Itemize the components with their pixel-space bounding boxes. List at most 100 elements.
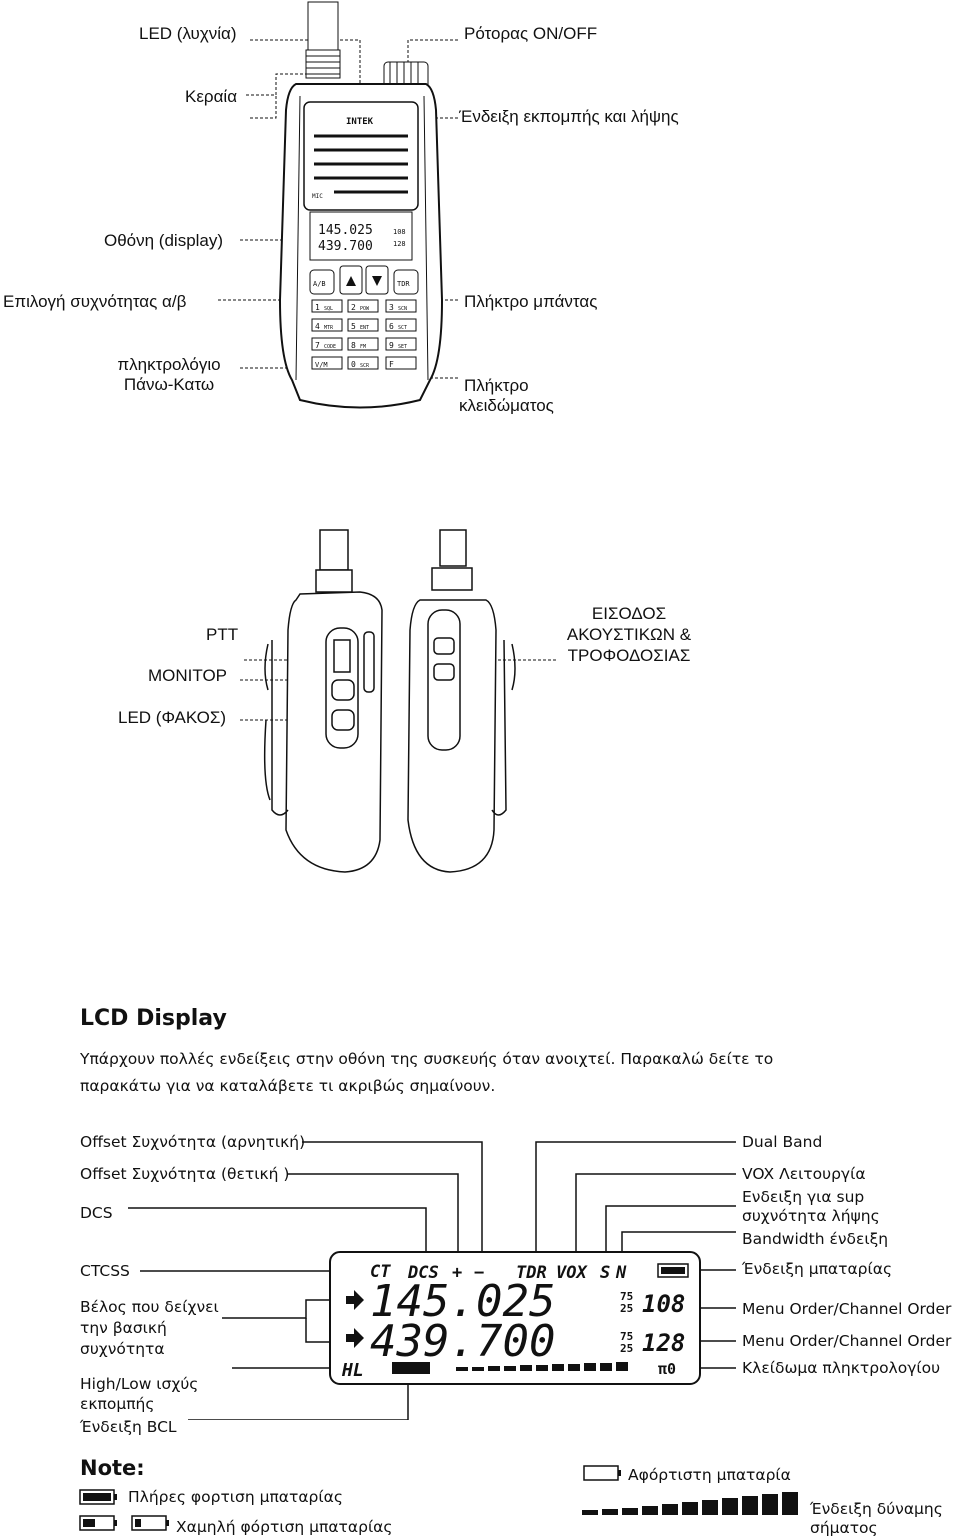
svg-text:128: 128 [393,240,406,248]
svg-text:5: 5 [351,322,356,331]
lcd-channel-2: 128 [642,1329,685,1357]
label-offset-negative: Offset Συχνότητα (αρνητική) [80,1133,306,1151]
label-battery: Ένδειξη μπαταρίας [742,1260,893,1278]
arrow-up-icon [346,276,356,286]
label-dcs: DCS [80,1204,113,1222]
lcd-tdr-indicator: TDR [516,1263,547,1283]
svg-text:9: 9 [389,341,394,350]
label-ptt: PTT [206,625,239,644]
svg-text:SCR: SCR [360,363,370,369]
lcd-hl-indicator: HL [341,1360,364,1381]
svg-text:4: 4 [315,322,320,331]
svg-text:TDR: TDR [397,280,410,288]
radio-side-illustration [240,529,556,873]
svg-text:POW: POW [360,306,370,312]
lcd-arrow-icon-1 [346,1290,364,1310]
lcd-channel-1: 108 [642,1290,685,1318]
mini-lcd [309,211,413,261]
label-led: LED (λυχνία) [139,24,237,43]
svg-text:1: 1 [315,303,320,312]
svg-text:0: 0 [351,360,356,369]
svg-text:SQL: SQL [324,306,333,312]
key-ab[interactable] [309,269,335,295]
svg-text:7: 7 [315,341,320,350]
lcd-frequency-1: 145.025 [370,1276,555,1327]
svg-text:108: 108 [393,228,406,236]
svg-text:25: 25 [620,1302,633,1315]
svg-text:ENT: ENT [360,325,369,331]
svg-text:25: 25 [620,1342,633,1355]
label-menu-order-1: Menu Order/Channel Order [742,1300,952,1318]
lcd-signal-bars [456,1362,628,1371]
lcd-frequency-2: 439.700 [370,1316,555,1367]
label-display: Οθόνη (display) [104,231,224,250]
lcd-ct-indicator: CT [370,1262,391,1282]
label-bandwidth: Bandwidth ένδειξη [742,1230,889,1248]
svg-text:SCT: SCT [398,325,407,331]
lcd-dcs-indicator: DCS [407,1263,439,1283]
battery-empty-icon [583,1465,619,1481]
svg-text:FM: FM [360,344,366,350]
svg-text:SET: SET [398,344,407,350]
svg-text:SCN: SCN [398,306,407,312]
key-tdr[interactable] [393,269,419,295]
svg-text:F: F [389,360,394,369]
label-led-torch: LED (ΦΑΚΟΣ) [118,708,227,727]
signal-strength-icon [582,1492,798,1515]
label-tx-rx: Ένδειξη εκπομπής και λήψης [459,107,679,126]
note-low-battery: Χαμηλή φόρτιση μπαταρίας [176,1518,393,1536]
svg-text:145.025: 145.025 [318,223,373,238]
lcd-arrow-icon-2 [346,1328,364,1348]
label-band-key: Πλήκτρο μπάντας [464,292,598,311]
radio-front-illustration: INTEK MIC 145.025 439.700 108 128 A/B TD… [218,1,458,409]
svg-text:MIC: MIC [312,193,323,200]
lcd-minus-indicator: − [474,1263,484,1283]
lcd-section-title: LCD Display [80,1006,227,1031]
lcd-plus-indicator: + [452,1263,462,1283]
label-offset-positive: Offset Συχνότητα (θετική ) [80,1165,290,1183]
label-dual-band: Dual Band [742,1133,823,1151]
lcd-n-indicator: N [615,1263,627,1283]
svg-text:6: 6 [389,322,394,331]
antenna [305,1,341,79]
label-ab-select: Επιλογή συχνότητας α/β [3,292,187,311]
arrow-down-icon [372,276,382,286]
label-onoff-rotor: Ρότορας ON/OFF [464,24,598,43]
note-empty-battery: Αφόρτιστη μπαταρία [628,1466,791,1484]
lcd-bcl-indicator [392,1362,430,1374]
svg-text:CODE: CODE [324,344,336,350]
label-menu-order-2: Menu Order/Channel Order [742,1332,952,1350]
label-key-lock: Κλείδωμα πληκτρολογίου [742,1359,941,1377]
lcd-section-intro: Υπάρχουν πολλές ενδείξεις στην οθόνη της… [80,1050,774,1095]
svg-text:439.700: 439.700 [318,239,373,254]
label-ctcss: CTCSS [80,1262,130,1280]
lcd-diagram: CT DCS + − TDR VOX S N 145.025 439.700 7… [128,1141,736,1420]
svg-text:75: 75 [620,1330,633,1343]
lcd-s-indicator: S [600,1263,610,1283]
svg-text:V/M: V/M [315,361,328,369]
brand-logo: INTEK [346,117,374,127]
note-full-battery: Πλήρες φορτιση μπαταρίας [128,1488,343,1506]
svg-text:2: 2 [351,303,356,312]
label-antenna: Κεραία [185,87,238,106]
battery-icons [79,1489,169,1531]
svg-text:MTR: MTR [324,325,334,331]
svg-text:8: 8 [351,341,356,350]
svg-text:75: 75 [620,1290,633,1303]
lcd-lock-indicator: π0 [658,1360,676,1378]
label-monitor: MONITOP [148,666,228,685]
signal-icons [582,1465,798,1515]
label-vox: VOX Λειτουργία [742,1165,866,1183]
lcd-vox-indicator: VOX [556,1263,588,1283]
label-bcl: Ένδειξη BCL [80,1418,177,1436]
note-title: Note: [80,1456,145,1480]
svg-text:3: 3 [389,303,394,312]
svg-text:A/B: A/B [313,280,326,288]
